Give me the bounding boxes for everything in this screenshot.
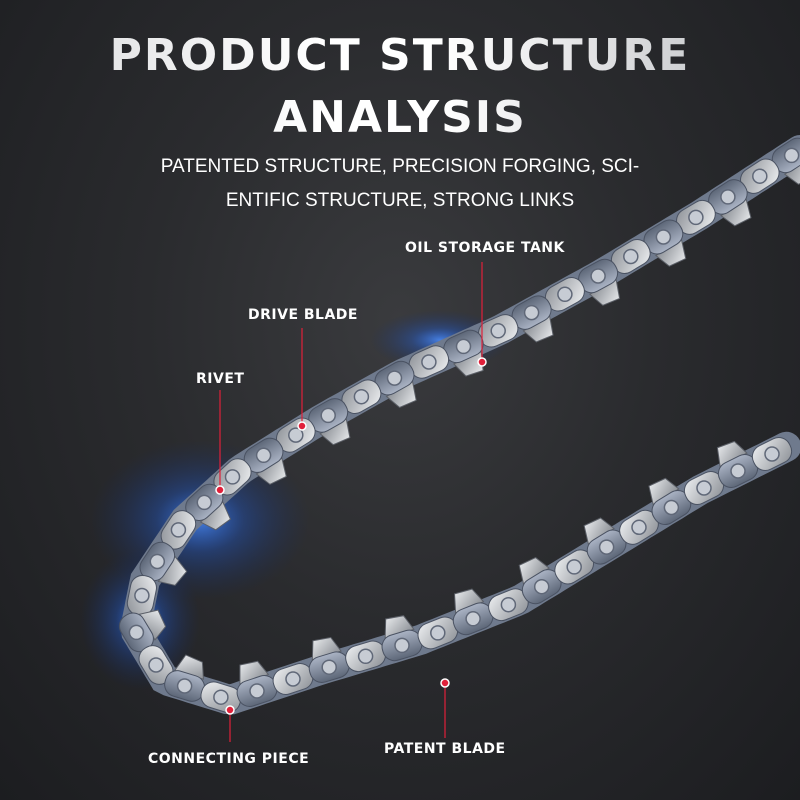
chain-rivet [696,480,712,496]
chain-rivet [455,338,472,355]
marker-patent-blade [440,678,450,688]
chain-rivet [357,648,374,665]
chain-rivet [421,354,437,370]
label-patent-blade: PATENT BLADE [384,741,506,757]
label-rivet: RIVET [196,371,245,387]
chain-rivet [598,539,615,555]
chain-rivet [128,624,145,641]
chain-rivet [783,147,800,164]
chain-rivet [764,446,780,462]
chain-rivet [196,494,213,511]
chain-rivet [623,248,639,265]
chain-rivet [430,625,446,641]
chain-rivet [320,407,336,424]
chain-rivet [249,683,265,699]
marker-oil-tank [477,357,487,367]
chain-rivet [213,689,229,705]
chain-rivet [655,229,672,245]
chain-rivet [523,304,540,321]
saw-chain [118,135,800,715]
chain-rivet [720,189,736,205]
chain-rivet [465,611,481,627]
label-oil-storage-tank: OIL STORAGE TANK [405,240,565,256]
title-line-1: PRODUCT STRUCTURE [0,30,800,81]
chain-rivet [288,427,304,443]
marker-connecting-piece [225,705,235,715]
chain-rivet [394,637,410,654]
chain-rivet [148,657,164,673]
chain-rivet [386,370,403,386]
chain-rivet [176,678,193,694]
subtitle-line-2: ENTIFIC STRUCTURE, STRONG LINKS [225,190,575,211]
marker-drive-blade [297,421,307,431]
chain-rivet [353,388,370,405]
chain-rivet [224,469,241,485]
chain-rivet [631,519,647,536]
chain-rivet [557,286,573,303]
chain-rivet [149,553,166,570]
chain-rivet [663,499,680,516]
chain-rivet [285,671,301,687]
chain-rivet [255,447,272,464]
subtitle-line-1: PATENTED STRUCTURE, PRECISION FORGING, S… [160,156,640,177]
chain-rivet [730,463,746,479]
chain-rivet [590,268,606,284]
chain-rivet [533,578,550,595]
chain-rivet [134,587,150,604]
label-connecting-piece: CONNECTING PIECE [148,751,310,767]
title-line-2: ANALYSIS [0,92,800,143]
marker-rivet [215,485,225,495]
label-drive-blade: DRIVE BLADE [248,307,358,323]
chain-rivet [490,323,506,339]
chain-rivet [500,596,517,613]
chain-rivet [321,659,337,675]
chain-rivet [170,522,187,538]
chain-rivet [566,559,582,575]
chain-rivet [752,168,768,184]
chain-rivet [688,209,704,226]
